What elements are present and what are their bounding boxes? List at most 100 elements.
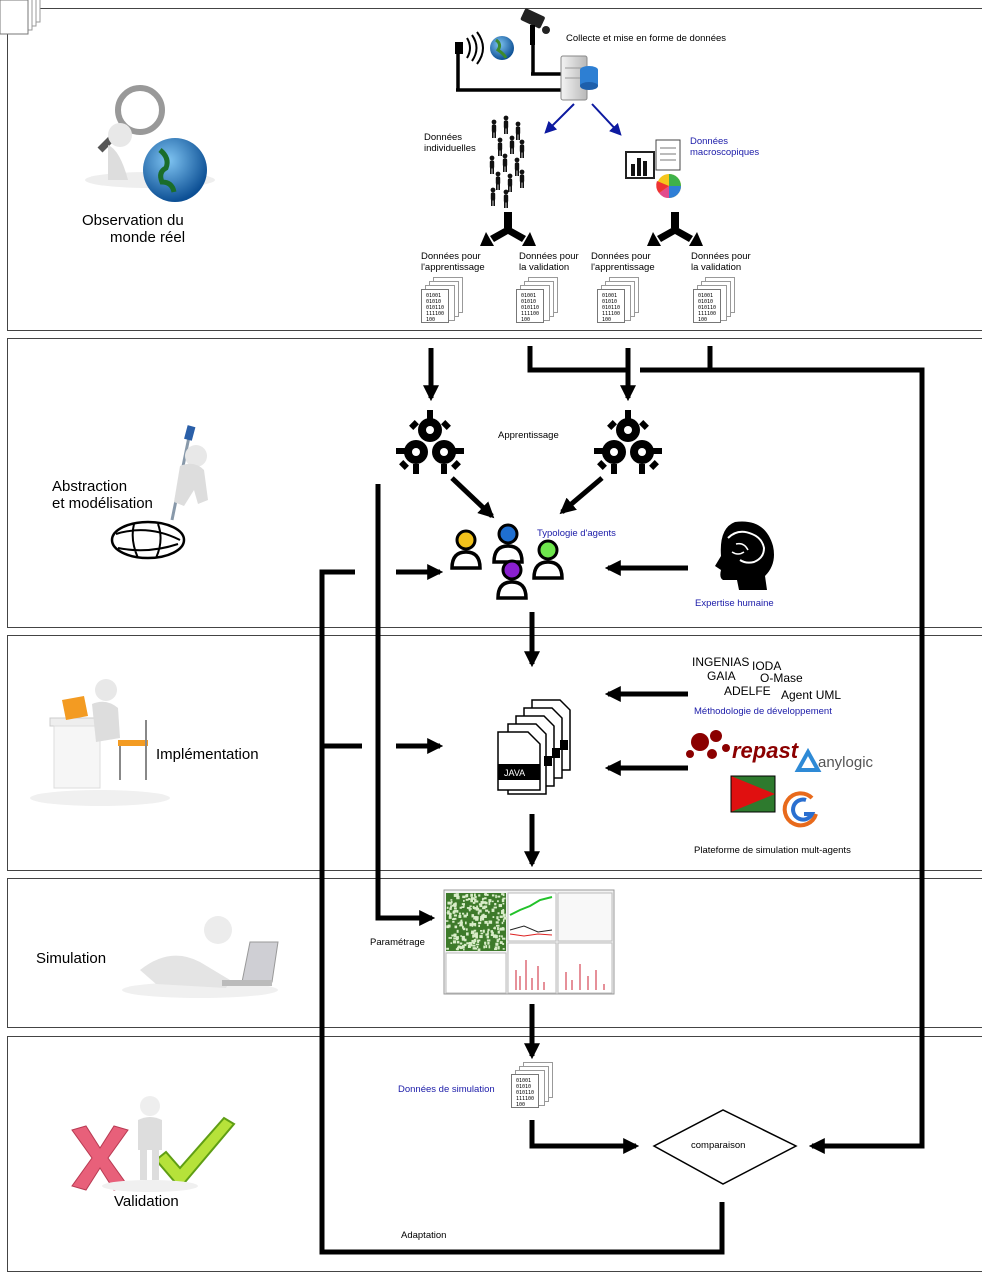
stage-abstraction-label: Abstraction et modélisation [52, 478, 153, 513]
gama-logo [782, 791, 818, 828]
stage-simulation-label: Simulation [36, 950, 107, 967]
binary-line: 010110 [516, 1090, 535, 1096]
comparison-diamond [652, 1109, 798, 1185]
agent-head [537, 539, 559, 561]
adaptation-label: Adaptation [401, 1230, 447, 1241]
macro-charts-icon [625, 139, 681, 199]
macro-data-line2: macroscopiques [690, 146, 760, 158]
method-omase: O-Mase [760, 671, 803, 685]
stage-abstraction-line2: et modélisation [52, 495, 153, 513]
stage-implementation-label: Implémentation [156, 746, 259, 763]
agent-head [497, 523, 519, 545]
agent-body [450, 550, 482, 570]
binary-line: 01010 [521, 299, 537, 305]
binary-line: 111100 [516, 1096, 535, 1102]
collect-label: Collecte et mise en forme de données [566, 33, 727, 44]
stage-validation-label: Validation [114, 1193, 179, 1210]
typology-label: Typologie d'agents [537, 528, 616, 539]
binary-line: 01010 [602, 299, 618, 305]
data-group-1-line1: Données pour [421, 251, 481, 262]
parametrage-label: Paramétrage [370, 937, 425, 948]
split-arrow-right-icon [647, 212, 703, 246]
flow-lines [319, 346, 925, 1255]
data-group-2-line2: la validation [519, 261, 570, 273]
method-adelfe: ADELFE [724, 684, 771, 698]
binary-line: 01010 [698, 299, 714, 305]
simulation-illustration [122, 916, 279, 998]
individual-data-label: Données individuelles [424, 132, 476, 155]
binary-line: 111100 [521, 311, 540, 317]
binary-line: 010110 [602, 305, 621, 311]
data-group-4-line2: la validation [691, 261, 742, 273]
data-group-3-line1: Données pour [591, 251, 651, 262]
java-files-icon [497, 699, 571, 795]
crowd-silhouettes-icon [0, 0, 525, 208]
anylogic-logo: anylogic [794, 747, 874, 772]
agent-body [532, 560, 564, 580]
data-group-1-label: Données pour l'apprentissage [421, 251, 485, 274]
binary-line: 111100 [602, 311, 621, 317]
data-group-3-line2: l'apprentissage [591, 261, 655, 273]
comparison-label: comparaison [691, 1140, 746, 1151]
data-group-4-label: Données pour la validation [691, 251, 751, 274]
binary-line: 01001 [516, 1078, 532, 1084]
expertise-label: Expertise humaine [695, 598, 774, 609]
binary-line: 01010 [426, 299, 442, 305]
observation-illustration [85, 85, 215, 202]
binary-line: 111100 [698, 311, 717, 317]
method-ioda: IODA [752, 659, 782, 673]
binary-line: 01010 [516, 1084, 532, 1090]
data-group-1-line2: l'apprentissage [421, 261, 485, 273]
camera-icon [520, 8, 550, 45]
java-label: JAVA [504, 768, 526, 778]
validation-illustration [71, 1096, 236, 1192]
implementation-illustration [30, 679, 170, 806]
binary-line: 010110 [698, 305, 717, 311]
binary-line: 100 [516, 1102, 526, 1108]
small-globe-icon [490, 36, 514, 60]
method-agent-uml: Agent UML [781, 688, 842, 702]
method-gaia: GAIA [707, 669, 736, 683]
split-arrow-left-icon [480, 212, 536, 246]
netlogo-logo [730, 775, 776, 813]
binary-line: 01001 [521, 293, 537, 299]
gears-left-icon [396, 410, 464, 474]
stage-abstraction-line1: Abstraction [52, 478, 128, 495]
agent-body [496, 580, 528, 600]
methods-label: Méthodologie de développement [694, 706, 832, 717]
binary-line: 01001 [698, 293, 714, 299]
binary-line: 01001 [426, 293, 442, 299]
brain-head-icon [715, 521, 774, 590]
platform-label: Plateforme de simulation mult-agents [694, 845, 851, 856]
agent-body [492, 544, 524, 564]
agent-head [455, 529, 477, 551]
method-ingenias: INGENIAS [692, 655, 750, 669]
data-group-3-label: Données pour l'apprentissage [591, 251, 655, 274]
individual-data-line1: Données [424, 132, 463, 143]
panel-implementation [7, 635, 982, 871]
binary-line: 01001 [602, 293, 618, 299]
repast-logo: repast [686, 730, 800, 763]
simulation-screenshot [443, 889, 615, 995]
agent-typology-icon [450, 523, 564, 600]
binary-line: 010110 [426, 305, 445, 311]
macro-data-line1: Données [690, 136, 729, 147]
stage-observation-line1: Observation du [82, 212, 184, 229]
svg-text:anylogic: anylogic [818, 754, 874, 771]
agent-head [501, 559, 523, 581]
sensor-icon [455, 31, 484, 65]
data-group-4-line1: Données pour [691, 251, 751, 262]
data-group-2-label: Données pour la validation [519, 251, 579, 274]
binary-line: 100 [698, 317, 708, 323]
panel-abstraction [7, 338, 982, 628]
macro-data-label: Données macroscopiques [690, 136, 760, 159]
abstraction-illustration [110, 425, 208, 560]
server-icon [560, 55, 598, 101]
binary-line: 111100 [426, 311, 445, 317]
binary-line: 100 [602, 317, 612, 323]
